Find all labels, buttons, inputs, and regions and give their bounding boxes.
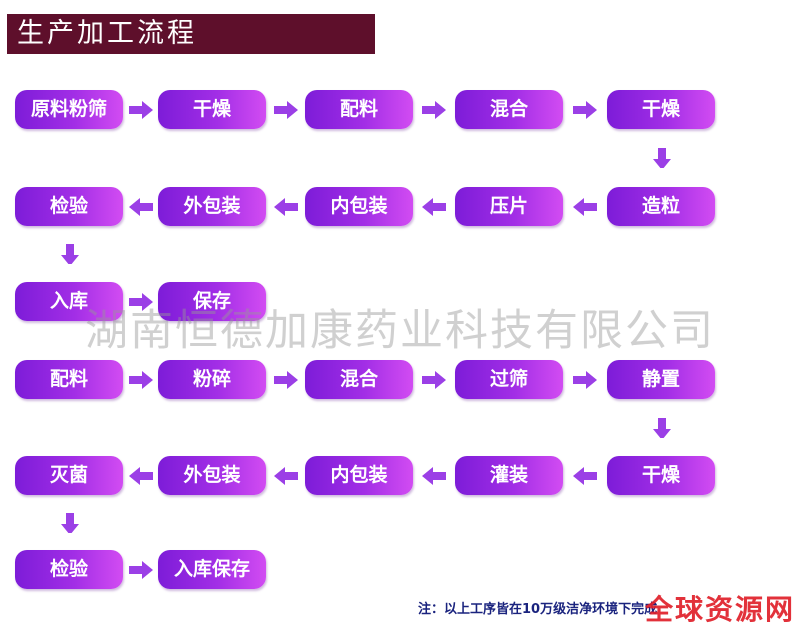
footnote: 注：以上工序皆在10万级洁净环境下完成 [418,602,658,617]
arrow-left-icon [573,467,597,485]
flow-2-step: 灭菌 [15,456,123,495]
arrow-right-icon [422,101,446,119]
arrow-left-icon [573,198,597,216]
arrow-right-icon [273,371,298,389]
arrow-down-icon [653,417,671,438]
arrow-right-icon [573,371,597,389]
arrow-down-icon [61,512,79,533]
flow-1-step: 干燥 [607,90,715,129]
arrow-left-icon [128,467,153,485]
flow-1-step: 保存 [158,282,266,321]
flow-2-step: 混合 [305,360,413,399]
arrow-left-icon [273,467,298,485]
arrow-right-icon [573,101,597,119]
company-watermark: 湖南恒德加康药业科技有限公司 [85,306,715,356]
arrow-right-icon [128,561,153,579]
flow-2-step: 内包装 [305,456,413,495]
flow-1-step: 内包装 [305,187,413,226]
page-title: 生产加工流程 [7,14,375,54]
arrow-down-icon [653,148,671,168]
arrow-right-icon [128,101,153,119]
flow-2-step: 检验 [15,550,123,589]
arrow-left-icon [273,198,298,216]
arrow-right-icon [273,101,298,119]
flow-1-step: 外包装 [158,187,266,226]
flow-2-step: 配料 [15,360,123,399]
flow-2-step: 外包装 [158,456,266,495]
flow-2-step: 粉碎 [158,360,266,399]
arrow-left-icon [422,198,446,216]
arrow-right-icon [128,293,153,311]
flow-1-step: 原料粉筛 [15,90,123,129]
flow-1-step: 混合 [455,90,563,129]
flow-1-step: 造粒 [607,187,715,226]
flow-2-step: 过筛 [455,360,563,399]
arrow-right-icon [128,371,153,389]
flow-1-step: 干燥 [158,90,266,129]
flow-1-step: 入库 [15,282,123,321]
flow-2-step: 干燥 [607,456,715,495]
flow-1-step: 检验 [15,187,123,226]
arrow-left-icon [422,467,446,485]
flow-1-step: 压片 [455,187,563,226]
arrow-right-icon [422,371,446,389]
arrow-down-icon [61,244,79,264]
flow-2-step: 入库保存 [158,550,266,589]
flow-1-step: 配料 [305,90,413,129]
arrow-left-icon [128,198,153,216]
flow-2-step: 灌装 [455,456,563,495]
flow-2-step: 静置 [607,360,715,399]
site-logo: 全球资源网 [645,593,796,626]
